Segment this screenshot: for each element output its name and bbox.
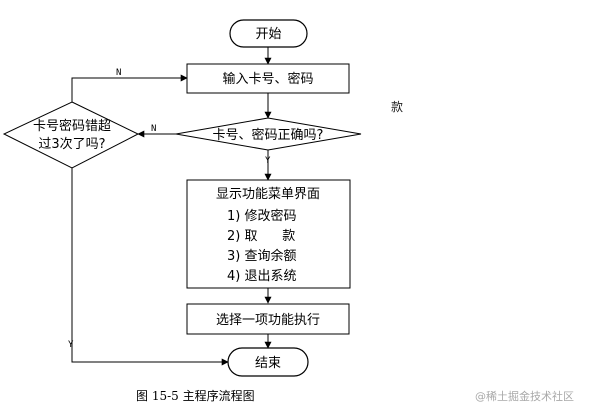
menu-process-shape xyxy=(186,179,351,289)
retry-diamond-shape xyxy=(2,101,140,169)
menu-item-3: 3) 查询余额 xyxy=(227,248,296,264)
input-node: 输入卡号、密码 xyxy=(186,63,350,94)
edge-label-check-yes: Y xyxy=(265,156,271,166)
check-diamond-shape xyxy=(175,117,362,151)
edge-label-check-no: N xyxy=(151,124,156,134)
menu-title: 显示功能菜单界面 xyxy=(216,187,320,202)
edges xyxy=(71,47,272,366)
menu-item-1: 1) 修改密码 xyxy=(227,208,296,224)
start-node: 开始 xyxy=(229,19,308,48)
edge-label-retry-yes: Y xyxy=(68,340,74,350)
figure-caption: 图 15-5 主程序流程图 xyxy=(136,389,255,403)
edge-retry-to-input xyxy=(71,74,188,102)
edge-label-retry-no: N xyxy=(116,68,121,78)
retry-label-line1: 卡号密码错超 xyxy=(33,118,111,134)
stray-text: 款 xyxy=(391,100,404,114)
select-process-shape xyxy=(186,303,350,335)
select-label: 选择一项功能执行 xyxy=(216,313,320,328)
watermark: @稀土掘金技术社区 xyxy=(475,390,574,403)
menu-item-4: 4) 退出系统 xyxy=(227,269,296,284)
start-label: 开始 xyxy=(255,27,281,42)
retry-label-line2: 过3次了吗? xyxy=(38,136,105,152)
input-process-shape xyxy=(186,63,350,94)
input-label: 输入卡号、密码 xyxy=(222,71,313,87)
check-label: 卡号、密码正确吗? xyxy=(213,127,324,143)
retry-decision-node: 卡号密码错超 过3次了吗? xyxy=(2,101,140,169)
end-terminal-shape xyxy=(227,347,309,377)
end-label: 结束 xyxy=(255,356,281,371)
check-decision-node: 卡号、密码正确吗? xyxy=(175,117,362,151)
edge-retry-to-end xyxy=(71,168,229,366)
select-node: 选择一项功能执行 xyxy=(186,303,350,335)
end-node: 结束 xyxy=(227,347,309,377)
menu-item-2: 2) 取 款 xyxy=(227,229,295,244)
start-terminal-shape xyxy=(229,19,308,48)
menu-node: 显示功能菜单界面 1) 修改密码 2) 取 款 3) 查询余额 4) 退出系统 xyxy=(186,179,351,289)
